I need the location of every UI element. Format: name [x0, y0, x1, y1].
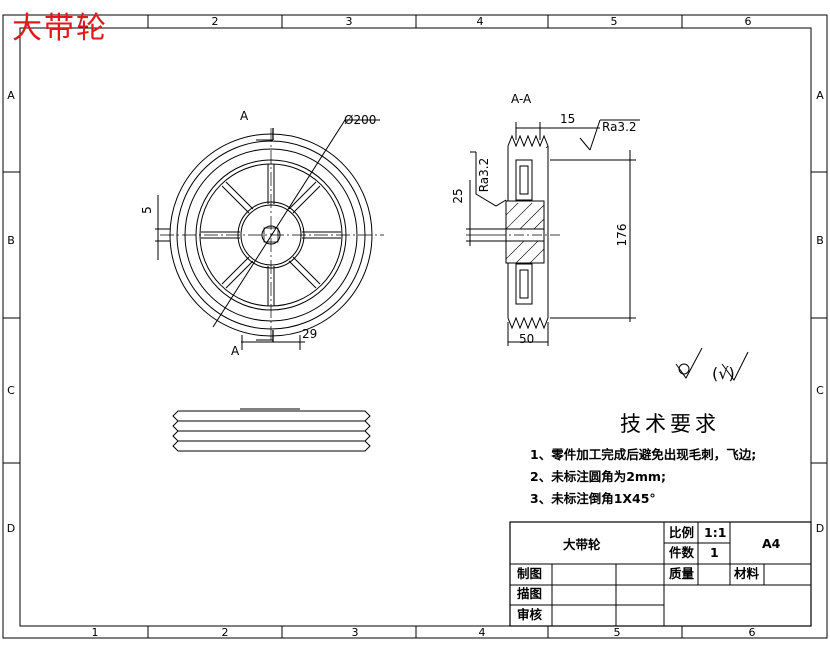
roughness-bore: Ra3.2 [477, 158, 491, 193]
zone-col-top-6: 6 [745, 15, 752, 28]
surface-finish-symbol [675, 347, 749, 381]
zone-row-right-a: A [816, 89, 824, 102]
scale-label: 比例 [669, 525, 695, 540]
tech-requirements-title: 技术要求 [620, 412, 720, 436]
zone-col-bot-5: 5 [614, 626, 621, 639]
dim-bore: 25 [451, 188, 465, 203]
dim-groove-width: 15 [560, 112, 575, 126]
section-view [466, 119, 640, 346]
roughness-top: Ra3.2 [602, 120, 637, 134]
sheet-size: A4 [762, 536, 781, 551]
dim-diameter: Ø200 [344, 113, 376, 127]
sheet-border [2, 14, 828, 639]
checked-by-label: 审核 [517, 607, 543, 622]
section-mark-top: A [240, 109, 249, 123]
zone-col-top-5: 5 [611, 15, 618, 28]
zone-ticks [3, 15, 827, 638]
zone-row-right-b: B [816, 234, 824, 247]
mass-label: 质量 [669, 566, 695, 581]
front-view [155, 119, 384, 350]
zone-col-bot-6: 6 [749, 626, 756, 639]
zone-col-bot-4: 4 [479, 626, 486, 639]
zone-col-top-4: 4 [477, 15, 484, 28]
zone-col-bot-3: 3 [352, 626, 359, 639]
tech-requirement-item: 3、未标注倒角1X45° [530, 491, 656, 506]
section-title: A-A [511, 92, 532, 106]
scale-value: 1:1 [704, 525, 727, 540]
zone-col-top-2: 2 [212, 15, 219, 28]
dim-inner-diameter: 176 [615, 224, 629, 247]
side-view [172, 408, 371, 452]
section-mark-bottom: A [231, 344, 240, 358]
surface-finish-note: (√) [712, 364, 735, 383]
material-label: 材料 [734, 566, 760, 581]
zone-row-right-d: D [816, 522, 824, 535]
zone-row-left-d: D [7, 522, 15, 535]
dim-width: 50 [519, 332, 534, 346]
zone-col-top-3: 3 [346, 15, 353, 28]
zone-row-left-b: B [7, 234, 15, 247]
drawing-title: 大带轮 [12, 11, 108, 46]
drawn-by-label: 制图 [517, 566, 543, 581]
dim-keyway: 5 [140, 206, 154, 214]
tech-requirement-item: 2、未标注圆角为2mm; [530, 469, 666, 484]
zone-col-bot-2: 2 [222, 626, 229, 639]
zone-col-bot-1: 1 [92, 626, 99, 639]
traced-by-label: 描图 [517, 586, 543, 601]
tech-requirement-item: 1、零件加工完成后避免出现毛刺，飞边; [530, 447, 757, 462]
dim-hub: 29 [302, 327, 317, 341]
quantity-value: 1 [710, 545, 719, 560]
title-block [509, 521, 812, 627]
quantity-label: 件数 [669, 545, 695, 560]
zone-row-right-c: C [816, 384, 824, 397]
zone-row-left-a: A [7, 89, 15, 102]
part-name: 大带轮 [563, 537, 601, 552]
zone-row-left-c: C [7, 384, 15, 397]
